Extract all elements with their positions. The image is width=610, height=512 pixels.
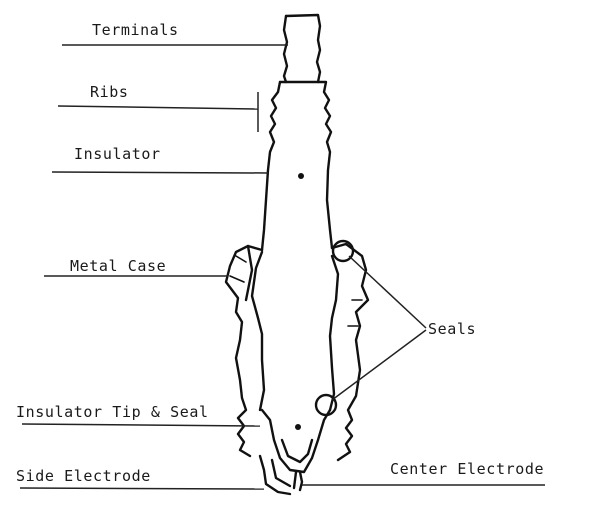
insulator-tip-leader	[21, 423, 261, 427]
seals-label: Seals	[428, 320, 477, 338]
electrodes	[258, 454, 304, 496]
tip-dot	[295, 424, 301, 430]
center-electrode-label: Center Electrode	[390, 460, 545, 478]
seals-leader-upper	[348, 255, 427, 329]
side-electrode-label: Side Electrode	[16, 467, 151, 485]
metal-case-left	[224, 244, 266, 458]
terminal-outline	[282, 13, 322, 84]
ribs-leader	[57, 105, 259, 110]
metal-case-label: Metal Case	[70, 257, 167, 275]
insulator-tip-seal-label: Insulator Tip & Seal	[16, 403, 209, 421]
insulator-label: Insulator	[74, 145, 161, 163]
seals-leader-lower	[331, 329, 427, 401]
ribs-outline	[260, 80, 334, 252]
side-electrode-leader	[19, 487, 265, 490]
ribs-label: Ribs	[90, 83, 129, 101]
insulator-dot	[298, 173, 304, 179]
lower-insulator	[260, 408, 332, 474]
upper-seal-circle	[331, 239, 355, 263]
insulator-leader	[51, 171, 269, 174]
metal-case-right	[328, 242, 370, 462]
terminals-label: Terminals	[92, 21, 179, 39]
lower-seal-circle	[314, 393, 338, 417]
